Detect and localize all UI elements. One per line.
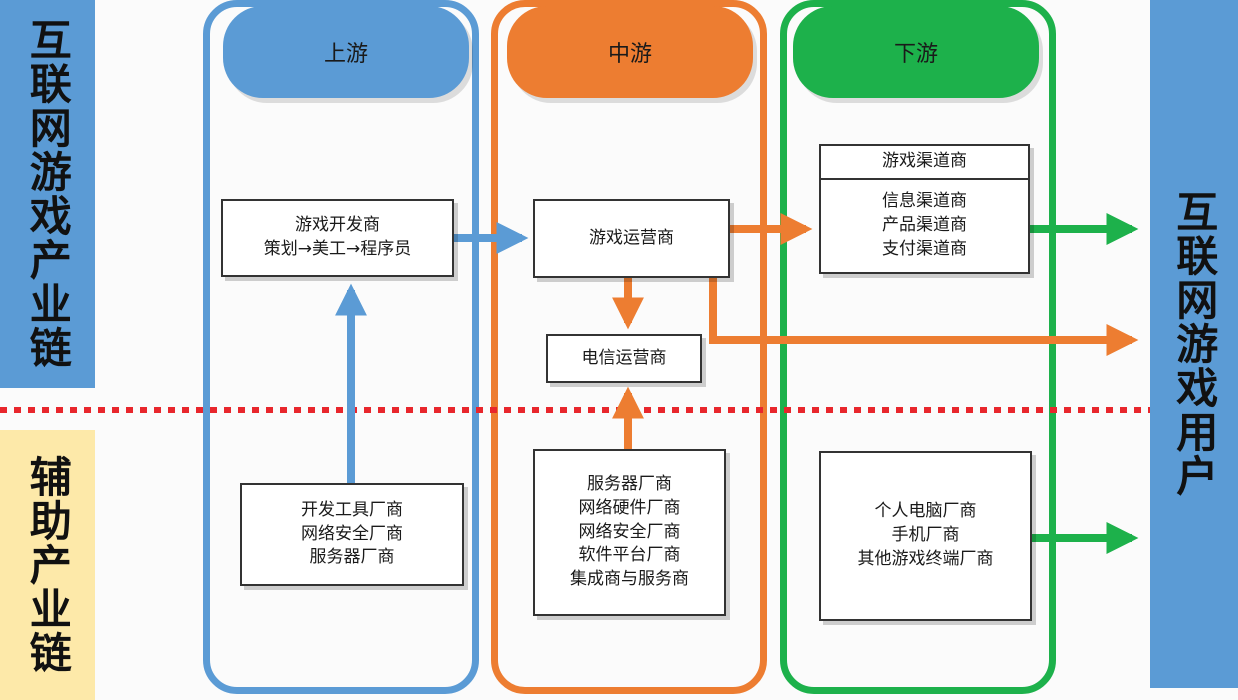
telecom-box: 电信运营商: [546, 334, 702, 383]
terminal-box: 个人电脑厂商 手机厂商 其他游戏终端厂商: [819, 451, 1032, 621]
downstream-column: [780, 0, 1056, 694]
hardware-line-5: 集成商与服务商: [570, 569, 689, 590]
operator-box: 游戏运营商: [533, 199, 730, 278]
channel-list: 信息渠道商 产品渠道商 支付渠道商: [882, 180, 967, 272]
terminal-line-1: 个人电脑厂商: [874, 501, 977, 522]
developer-line-2: 策划→美工→程序员: [263, 239, 412, 259]
hardware-line-4: 软件平台厂商: [578, 545, 681, 566]
upstream-column: [203, 0, 479, 694]
developer-line-1: 游戏开发商: [295, 215, 380, 236]
terminal-line-2: 手机厂商: [891, 525, 960, 546]
tools-line-2: 网络安全厂商: [301, 523, 403, 544]
hardware-line-3: 网络安全厂商: [578, 521, 681, 542]
channel-line-2: 产品渠道商: [882, 215, 967, 235]
channel-box: 游戏渠道商 信息渠道商 产品渠道商 支付渠道商: [819, 144, 1030, 274]
channel-title: 游戏渠道商: [821, 146, 1028, 180]
hardware-box: 服务器厂商 网络硬件厂商 网络安全厂商 软件平台厂商 集成商与服务商: [533, 449, 726, 616]
channel-line-1: 信息渠道商: [882, 191, 967, 212]
operator-line-1: 游戏运营商: [589, 227, 674, 248]
downstream-header: 下游: [793, 6, 1039, 98]
midstream-column: [491, 0, 767, 694]
tools-line-3: 服务器厂商: [309, 547, 395, 568]
hardware-line-2: 网络硬件厂商: [578, 497, 681, 518]
midstream-header: 中游: [507, 6, 753, 98]
upstream-header: 上游: [223, 6, 469, 98]
core-chain-label: 互联网游戏产业链: [0, 0, 95, 388]
tools-line-1: 开发工具厂商: [301, 499, 403, 520]
arrow-operator-to-users: [709, 278, 1139, 356]
telecom-line-1: 电信运营商: [581, 347, 667, 368]
support-chain-label: 辅助产业链: [0, 430, 95, 700]
developer-box: 游戏开发商 策划→美工→程序员: [221, 199, 454, 277]
users-label: 互联网游戏用户: [1150, 0, 1238, 688]
tools-box: 开发工具厂商 网络安全厂商 服务器厂商: [240, 483, 464, 586]
channel-line-3: 支付渠道商: [882, 238, 967, 259]
terminal-line-3: 其他游戏终端厂商: [857, 548, 994, 569]
hardware-line-1: 服务器厂商: [587, 474, 672, 494]
